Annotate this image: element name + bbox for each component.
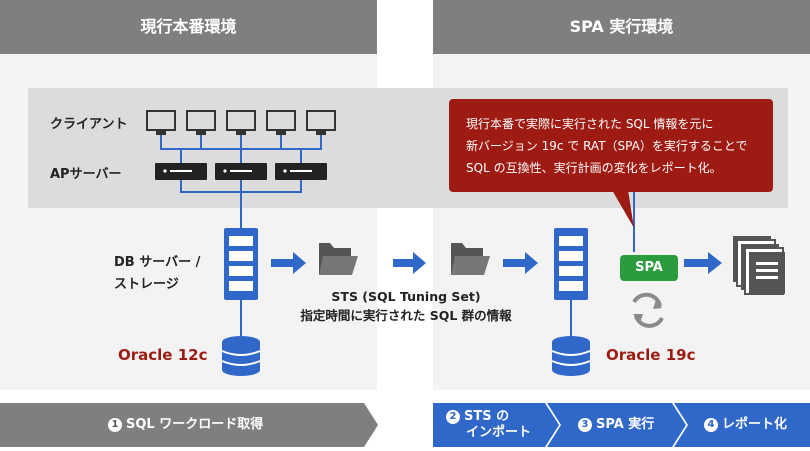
ap-server-icon: [155, 163, 207, 180]
arrow-right-icon: [393, 252, 426, 274]
step-2-label-line1: STS の: [464, 409, 510, 424]
folder-icon: [319, 243, 358, 275]
client-label: クライアント: [50, 117, 128, 132]
arrow-right-icon: [271, 252, 306, 274]
oracle-19c-label: Oracle 19c: [606, 346, 696, 364]
db-server-label-line1: DB サーバー /: [114, 255, 201, 270]
right-panel-title: SPA 実行環境: [569, 17, 674, 36]
spa-server-rack-icon: [554, 228, 588, 300]
monitor-icon: [306, 110, 336, 135]
step-chevrons: [0, 403, 810, 447]
ap-server-icons: [155, 163, 327, 180]
arrow-right-icon: [503, 252, 538, 274]
database-icon-left: [221, 336, 261, 376]
callout-bubble: [449, 99, 773, 228]
callout-text-line3: SQL の互換性、実行計画の変化をレポート化。: [466, 161, 722, 175]
db-server-rack-icon: [224, 228, 258, 300]
arrow-right-icon: [684, 252, 722, 274]
step-4: 4 レポート化: [704, 417, 787, 433]
step-4-label: レポート化: [722, 417, 788, 432]
ap-server-label: APサーバー: [50, 167, 122, 182]
step-2-number-icon: 2: [446, 410, 460, 424]
folder-icon: [451, 243, 490, 275]
monitor-icon: [266, 110, 296, 135]
step-2-label-line2: インポート: [466, 425, 532, 440]
sts-label-line1: STS (SQL Tuning Set): [331, 289, 481, 304]
ap-server-icon: [215, 163, 267, 180]
step-4-number-icon: 4: [704, 418, 718, 432]
left-panel-title: 現行本番環境: [140, 17, 237, 36]
db-server-label-line2: ストレージ: [114, 277, 179, 292]
step-3: 3 SPA 実行: [578, 417, 654, 433]
callout-text-line2: 新バージョン 19c で RAT（SPA）を実行することで: [466, 139, 748, 153]
database-icon-right: [551, 336, 591, 376]
sts-label-line2: 指定時間に実行された SQL 群の情報: [300, 308, 512, 323]
ap-server-icon: [275, 163, 327, 180]
refresh-cycle-icon: [632, 292, 664, 328]
step-2: 2 STS の インポート: [446, 409, 531, 441]
spa-badge: SPA: [620, 255, 678, 281]
step-1: 1 SQL ワークロード取得: [108, 417, 263, 433]
connector-lines: [160, 135, 635, 336]
monitor-icon: [146, 110, 176, 135]
monitor-icon: [186, 110, 216, 135]
report-documents-icon: [733, 236, 785, 295]
step-1-label: SQL ワークロード取得: [126, 417, 264, 432]
monitor-icons: [146, 110, 336, 135]
step-1-number-icon: 1: [108, 418, 122, 432]
step-3-label: SPA 実行: [596, 417, 655, 432]
callout-text-line1: 現行本番で実際に実行された SQL 情報を元に: [466, 117, 714, 131]
step-3-number-icon: 3: [578, 418, 592, 432]
flow-arrows: [271, 252, 722, 274]
monitor-icon: [226, 110, 256, 135]
oracle-12c-label: Oracle 12c: [118, 346, 208, 364]
